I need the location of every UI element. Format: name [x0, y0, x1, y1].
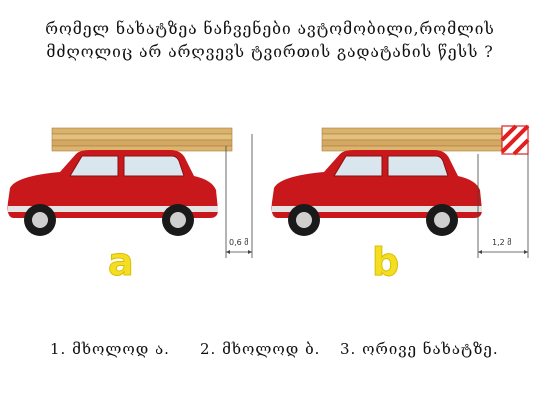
- lumber-load: [51, 127, 233, 152]
- overhang-text-a: 0,6 მ: [229, 237, 248, 247]
- question-line-2: მძღოლიც არ არღვევს ტვირთის გადატანის წეს…: [46, 43, 494, 61]
- warning-flag: [500, 124, 530, 156]
- panel-label-b: b: [371, 240, 400, 285]
- answer-option-2[interactable]: 2. მხოლოდ ბ.: [200, 340, 321, 358]
- panel-label-a: a: [108, 240, 135, 285]
- answer-option-3[interactable]: 3. ორივე ნახატზე.: [340, 340, 499, 358]
- red-car: [271, 150, 482, 236]
- overhang-dimension-a: [225, 134, 253, 258]
- answer-option-1[interactable]: 1. მხოლოდ ა.: [50, 340, 170, 358]
- panel-a-illustration: 0,6 მ: [0, 110, 260, 270]
- panel-b-illustration: 1,2 მ: [262, 110, 533, 270]
- question-line-1: რომელ ნახატზეა ნაჩვენები ავტომობილი,რომლ…: [45, 20, 495, 38]
- overhang-dimension-b: [477, 154, 529, 258]
- red-car: [7, 150, 218, 236]
- lumber-load: [321, 127, 503, 152]
- overhang-text-b: 1,2 მ: [492, 237, 511, 247]
- question-text: რომელ ნახატზეა ნაჩვენები ავტომობილი,რომლ…: [40, 18, 500, 64]
